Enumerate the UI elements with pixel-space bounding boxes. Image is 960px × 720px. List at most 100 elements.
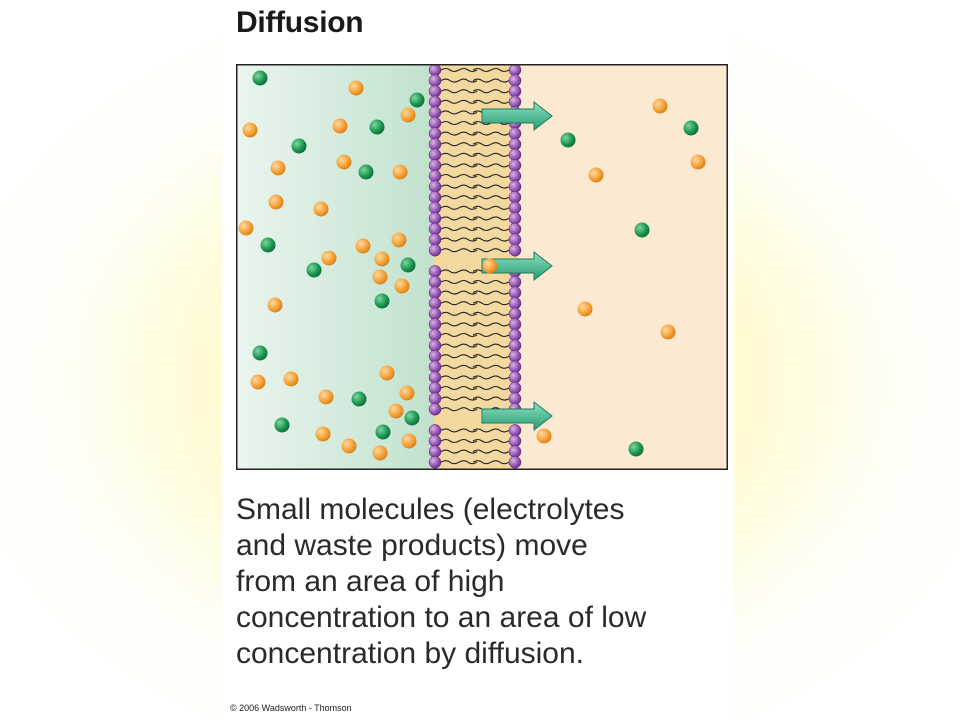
- lipid-tail: [440, 269, 478, 274]
- lipid-tail: [472, 311, 510, 316]
- lipid-tail: [440, 396, 478, 401]
- lipid-tail: [440, 407, 478, 412]
- lipid-tail: [440, 248, 478, 253]
- lipid-tail: [472, 290, 510, 295]
- diffusion-arrows: [481, 100, 553, 432]
- lipid-head-icon: [508, 222, 522, 236]
- green-molecule-icon: [560, 132, 576, 148]
- lipid-head-icon: [428, 84, 442, 98]
- orange-molecule-icon: [391, 232, 407, 248]
- lipid-tail: [472, 216, 510, 221]
- lipid-head-icon: [508, 360, 522, 374]
- lipid-head-icon: [508, 445, 522, 458]
- lipid-head-icon: [428, 402, 442, 416]
- orange-molecule-icon: [238, 220, 254, 236]
- lipid-tail: [472, 449, 510, 454]
- lipid-tail: [472, 163, 510, 168]
- lipid-tail: [440, 322, 478, 327]
- lipid-head-icon: [508, 201, 522, 215]
- orange-molecule-icon: [660, 324, 676, 340]
- molecules: [238, 70, 706, 461]
- lipid-head-icon: [428, 371, 442, 384]
- caption-line: from an area of high: [236, 565, 505, 598]
- green-molecule-icon: [683, 120, 699, 136]
- lipid-tail: [440, 184, 478, 189]
- orange-molecule-icon: [267, 297, 283, 313]
- lipid-head-icon: [508, 434, 522, 448]
- lipid-tail: [472, 78, 510, 83]
- lipid-tail: [440, 120, 478, 126]
- green-molecule-icon: [369, 119, 385, 135]
- diffusion-arrow-icon: [481, 100, 553, 132]
- lipid-tail: [472, 332, 510, 338]
- lipid-head-icon: [508, 424, 522, 437]
- lipid-tail: [440, 385, 478, 391]
- diffusion-arrow-icon: [481, 400, 553, 432]
- lipid-tail: [472, 226, 510, 232]
- orange-molecule-icon: [577, 301, 593, 317]
- lipid-tail: [472, 279, 510, 285]
- orange-molecule-icon: [652, 98, 668, 114]
- orange-molecule-icon: [336, 154, 352, 170]
- lipid-tail: [440, 279, 478, 285]
- lipid-head-icon: [428, 307, 442, 321]
- lipid-head-icon: [428, 127, 442, 140]
- green-molecule-icon: [252, 70, 268, 86]
- lipid-head-icon: [508, 190, 522, 204]
- lipid-tail: [440, 216, 478, 221]
- lipid-head-icon: [428, 360, 442, 374]
- lipid-head-icon: [508, 349, 522, 363]
- lipid-tail: [440, 311, 478, 316]
- lipid-head-icon: [428, 296, 442, 310]
- orange-molecule-icon: [332, 118, 348, 134]
- lipid-tail: [472, 354, 510, 359]
- lipid-head-icon: [508, 180, 522, 193]
- green-molecule-icon: [274, 417, 290, 433]
- lipid-head-icon: [428, 201, 442, 215]
- green-molecule-icon: [351, 391, 367, 407]
- lipid-head-icon: [508, 233, 522, 246]
- lipid-head-icon: [428, 455, 442, 469]
- lipid-tail: [440, 301, 478, 306]
- lipid-head-icon: [428, 286, 442, 299]
- caption: Small molecules (electrolytes and waste …: [236, 492, 726, 672]
- copyright-notice: © 2006 Wadsworth - Thomson: [230, 703, 352, 713]
- lipid-tail: [472, 248, 510, 253]
- lipid-head-icon: [428, 148, 442, 162]
- lipid-tail: [440, 205, 478, 210]
- lipid-tail: [440, 237, 478, 242]
- lipid-tail: [440, 438, 478, 444]
- lipid-tail: [440, 375, 478, 380]
- lipid-tail: [440, 354, 478, 359]
- lipid-tail: [472, 142, 510, 147]
- lipid-tail: [440, 460, 478, 465]
- lipid-tail: [472, 237, 510, 242]
- lipid-head-icon: [508, 64, 522, 77]
- lipid-tail: [440, 364, 478, 369]
- lipid-head-icon: [428, 233, 442, 246]
- lipid-head-icon: [508, 307, 522, 321]
- orange-molecule-icon: [379, 365, 395, 381]
- green-molecule-icon: [400, 257, 416, 273]
- green-molecule-icon: [404, 410, 420, 426]
- lipid-tail: [440, 131, 478, 136]
- orange-molecule-icon: [536, 428, 552, 444]
- orange-molecule-icon: [399, 385, 415, 401]
- lipid-head-icon: [508, 148, 522, 162]
- green-molecule-icon: [374, 293, 390, 309]
- lipid-head-icon: [508, 74, 522, 87]
- green-molecule-icon: [291, 138, 307, 154]
- lipid-tail: [440, 332, 478, 338]
- lipid-tail: [472, 99, 510, 104]
- orange-molecule-icon: [690, 154, 706, 170]
- orange-molecule-icon: [313, 201, 329, 217]
- lipid-head-icon: [508, 159, 522, 172]
- lipid-tail: [440, 152, 478, 157]
- lipid-head-icon: [508, 127, 522, 140]
- figure-frame: [236, 64, 728, 470]
- lipid-head-icon: [428, 106, 442, 119]
- lipid-tail: [472, 385, 510, 391]
- orange-molecule-icon: [400, 107, 416, 123]
- lipid-tail: [472, 460, 510, 465]
- lipid-head-icon: [508, 381, 522, 395]
